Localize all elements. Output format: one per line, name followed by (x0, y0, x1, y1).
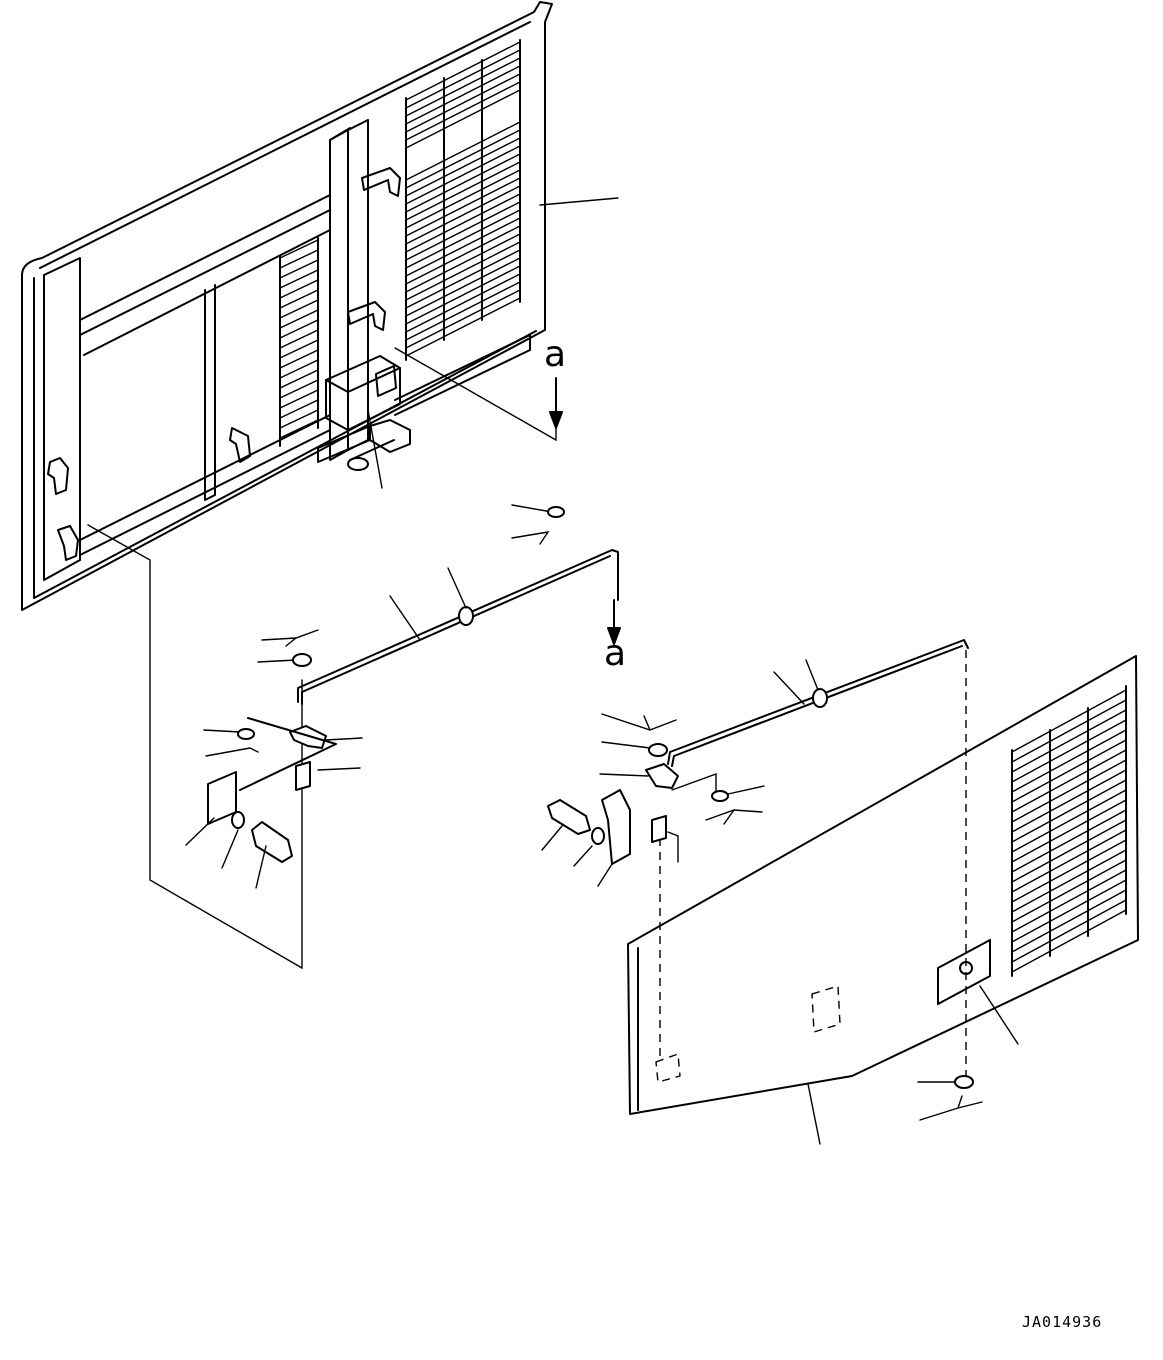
right-hardware-cluster (541, 713, 765, 887)
upper-cover-panel (21, 1, 553, 611)
view-label-bottom: a (604, 633, 626, 674)
view-label-top: a (544, 334, 566, 375)
washer-icon (547, 506, 565, 518)
left-hardware-cluster (185, 629, 363, 889)
bottom-washer-pin (917, 1075, 983, 1121)
lower-door-panel (627, 655, 1139, 1145)
view-arrow-top: a (544, 334, 566, 429)
drawing-code: JA014936 (1022, 1313, 1102, 1331)
linkage-rod-left: a (297, 549, 626, 705)
linkage-rod-right (659, 639, 969, 1076)
